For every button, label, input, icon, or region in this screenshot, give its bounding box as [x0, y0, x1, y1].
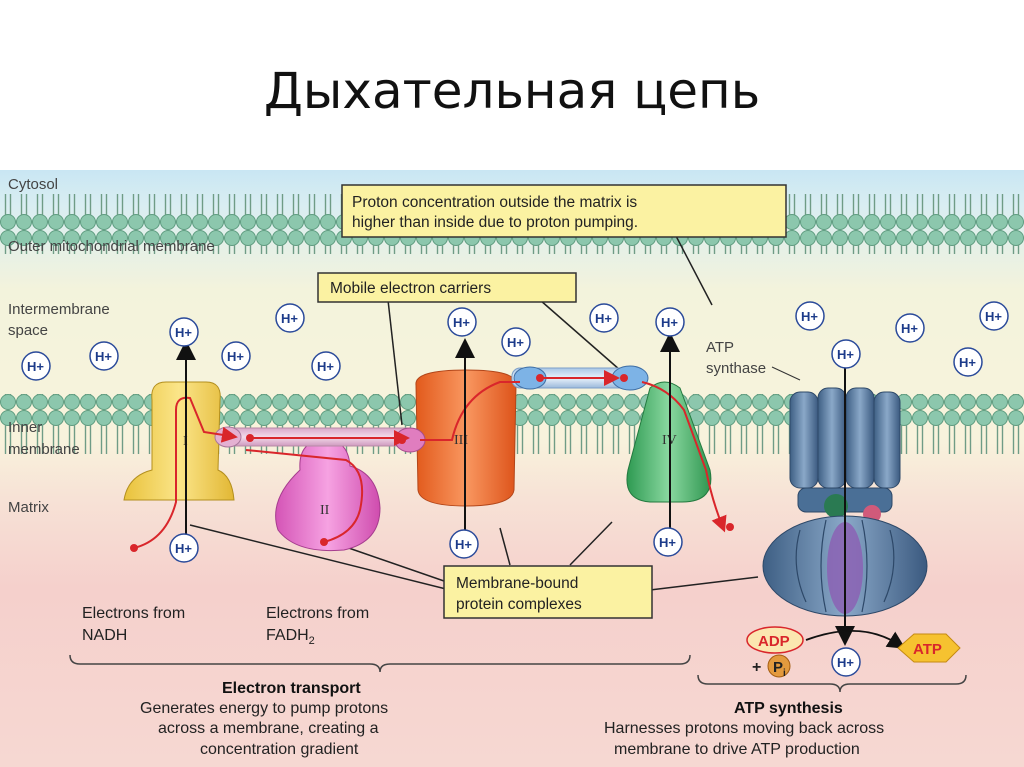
footer-right-line-1: Harnesses protons moving back across: [604, 720, 884, 737]
electron-dots: [130, 374, 734, 552]
proton-ion: H+: [589, 303, 619, 333]
proton-ion: H+: [501, 327, 531, 357]
proton-label: H+: [175, 325, 192, 340]
atp-badge: ATP: [897, 633, 961, 663]
callout-proton-line-1: Proton concentration outside the matrix …: [352, 194, 637, 211]
footer-left-title: Electron transport: [222, 680, 361, 697]
proton-ion: H+: [953, 347, 983, 377]
proton-ion: H+: [831, 647, 861, 677]
complex-III-label: III: [454, 433, 468, 448]
proton-label: H+: [455, 537, 472, 552]
footer-left-line-2: across a membrane, creating a: [158, 720, 379, 737]
callout-bound-line-2: protein complexes: [456, 596, 582, 613]
inner-membrane-label-1: Inner: [8, 419, 42, 436]
proton-label: H+: [659, 535, 676, 550]
nadh-label-2: NADH: [82, 627, 127, 644]
respiratory-chain-diagram: Cytosol Outer mitochondrial membrane Int…: [0, 170, 1024, 767]
synthesis-arrow: [805, 630, 906, 649]
pi-text: Pi: [773, 659, 786, 679]
fadh-label-2: FADH2: [266, 627, 315, 647]
proton-arrows: [176, 332, 855, 646]
braces: [69, 654, 967, 693]
callout-pointers: [189, 235, 759, 596]
atp-text: ATP: [913, 641, 942, 658]
callout-proton-line-2: higher than inside due to proton pumping…: [352, 214, 638, 231]
footer-right-title: ATP synthesis: [734, 700, 843, 717]
cytosol-label: Cytosol: [8, 176, 58, 193]
proton-ion: H+: [169, 317, 199, 347]
callout-mobile-carriers: Mobile electron carriers: [317, 272, 577, 303]
callout-proton-concentration: Proton concentration outside the matrix …: [341, 184, 787, 238]
proton-ion: H+: [89, 341, 119, 371]
proton-ion: H+: [275, 303, 305, 333]
outer-membrane-label: Outer mitochondrial membrane: [8, 238, 215, 255]
proton-label: H+: [95, 349, 112, 364]
plus-sign: +: [752, 659, 761, 676]
proton-label: H+: [985, 309, 1002, 324]
proton-ion: H+: [795, 301, 825, 331]
adp-text: ADP: [758, 633, 790, 650]
proton-ion: H+: [655, 307, 685, 337]
proton-label: H+: [281, 311, 298, 326]
proton-label: H+: [175, 541, 192, 556]
footer-left-line-3: concentration gradient: [200, 741, 359, 758]
proton-label: H+: [317, 359, 334, 374]
nadh-label-1: Electrons from: [82, 605, 185, 622]
adp-badge: ADP: [746, 626, 804, 654]
matrix-label: Matrix: [8, 499, 49, 516]
proton-ion: H+: [979, 301, 1009, 331]
proton-ions: H+ H+ H+ H+ H+ H+ H+ H+ H+ H+ H+ H+ H+ H+ H+ H+ H+ H+ H+: [21, 301, 1009, 677]
proton-ion: H+: [21, 351, 51, 381]
proton-label: H+: [901, 321, 918, 336]
intermembrane-label-1: Intermembrane: [8, 301, 110, 318]
inner-membrane-label-2: membrane: [8, 441, 80, 458]
footer-right-line-2: membrane to drive ATP production: [614, 741, 860, 758]
proton-label: H+: [27, 359, 44, 374]
proton-label: H+: [453, 315, 470, 330]
proton-label: H+: [801, 309, 818, 324]
electron-path: [133, 370, 727, 549]
proton-label: H+: [837, 655, 854, 670]
callout-membrane-bound: Membrane-bound protein complexes: [443, 565, 653, 619]
atp-synthase-label-1: ATP: [706, 339, 734, 356]
proton-label: H+: [227, 349, 244, 364]
atp-synthase-pointer: [771, 366, 801, 381]
proton-ion: H+: [169, 533, 199, 563]
proton-label: H+: [837, 347, 854, 362]
atp-synthase-label-2: synthase: [706, 360, 766, 377]
footer-left-line-1: Generates energy to pump protons: [140, 700, 388, 717]
proton-ion: H+: [831, 339, 861, 369]
slide-title: Дыхательная цепь: [263, 62, 761, 120]
proton-label: H+: [959, 355, 976, 370]
proton-ion: H+: [895, 313, 925, 343]
complex-II-label: II: [320, 503, 330, 518]
proton-label: H+: [661, 315, 678, 330]
proton-ion: H+: [653, 527, 683, 557]
proton-ion: H+: [221, 341, 251, 371]
proton-ion: H+: [311, 351, 341, 381]
proton-label: H+: [507, 335, 524, 350]
proton-ion: H+: [449, 529, 479, 559]
callout-bound-line-1: Membrane-bound: [456, 575, 578, 592]
callout-mobile-text: Mobile electron carriers: [330, 280, 491, 297]
proton-ion: H+: [447, 307, 477, 337]
pi-badge: Pi: [767, 654, 791, 679]
proton-label: H+: [595, 311, 612, 326]
fadh-label-1: Electrons from: [266, 605, 369, 622]
intermembrane-label-2: space: [8, 322, 48, 339]
